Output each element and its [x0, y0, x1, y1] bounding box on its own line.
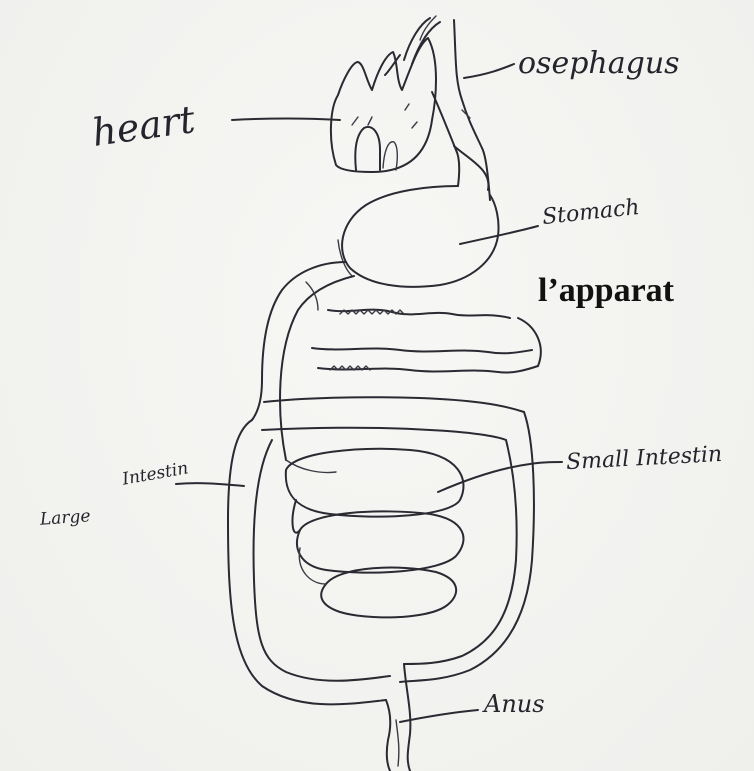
oesophagus-drawing	[432, 20, 490, 200]
stomach-drawing	[338, 146, 499, 287]
heart-leader	[232, 119, 340, 121]
page-title: l’apparat	[538, 272, 674, 310]
rectum-drawing	[386, 664, 410, 771]
oesophagus-leader	[464, 64, 514, 78]
small-intestine-drawing	[286, 449, 464, 618]
anus-leader	[400, 710, 478, 722]
large-intestine-drawing	[228, 412, 534, 704]
large-label: Large	[39, 506, 91, 529]
anus-label: Anus	[484, 690, 545, 718]
transverse-colon-drawing	[262, 310, 541, 440]
oesophagus-label: osephagus	[518, 46, 680, 81]
heart-drawing	[331, 16, 440, 172]
large-intestine-leader	[176, 483, 244, 486]
